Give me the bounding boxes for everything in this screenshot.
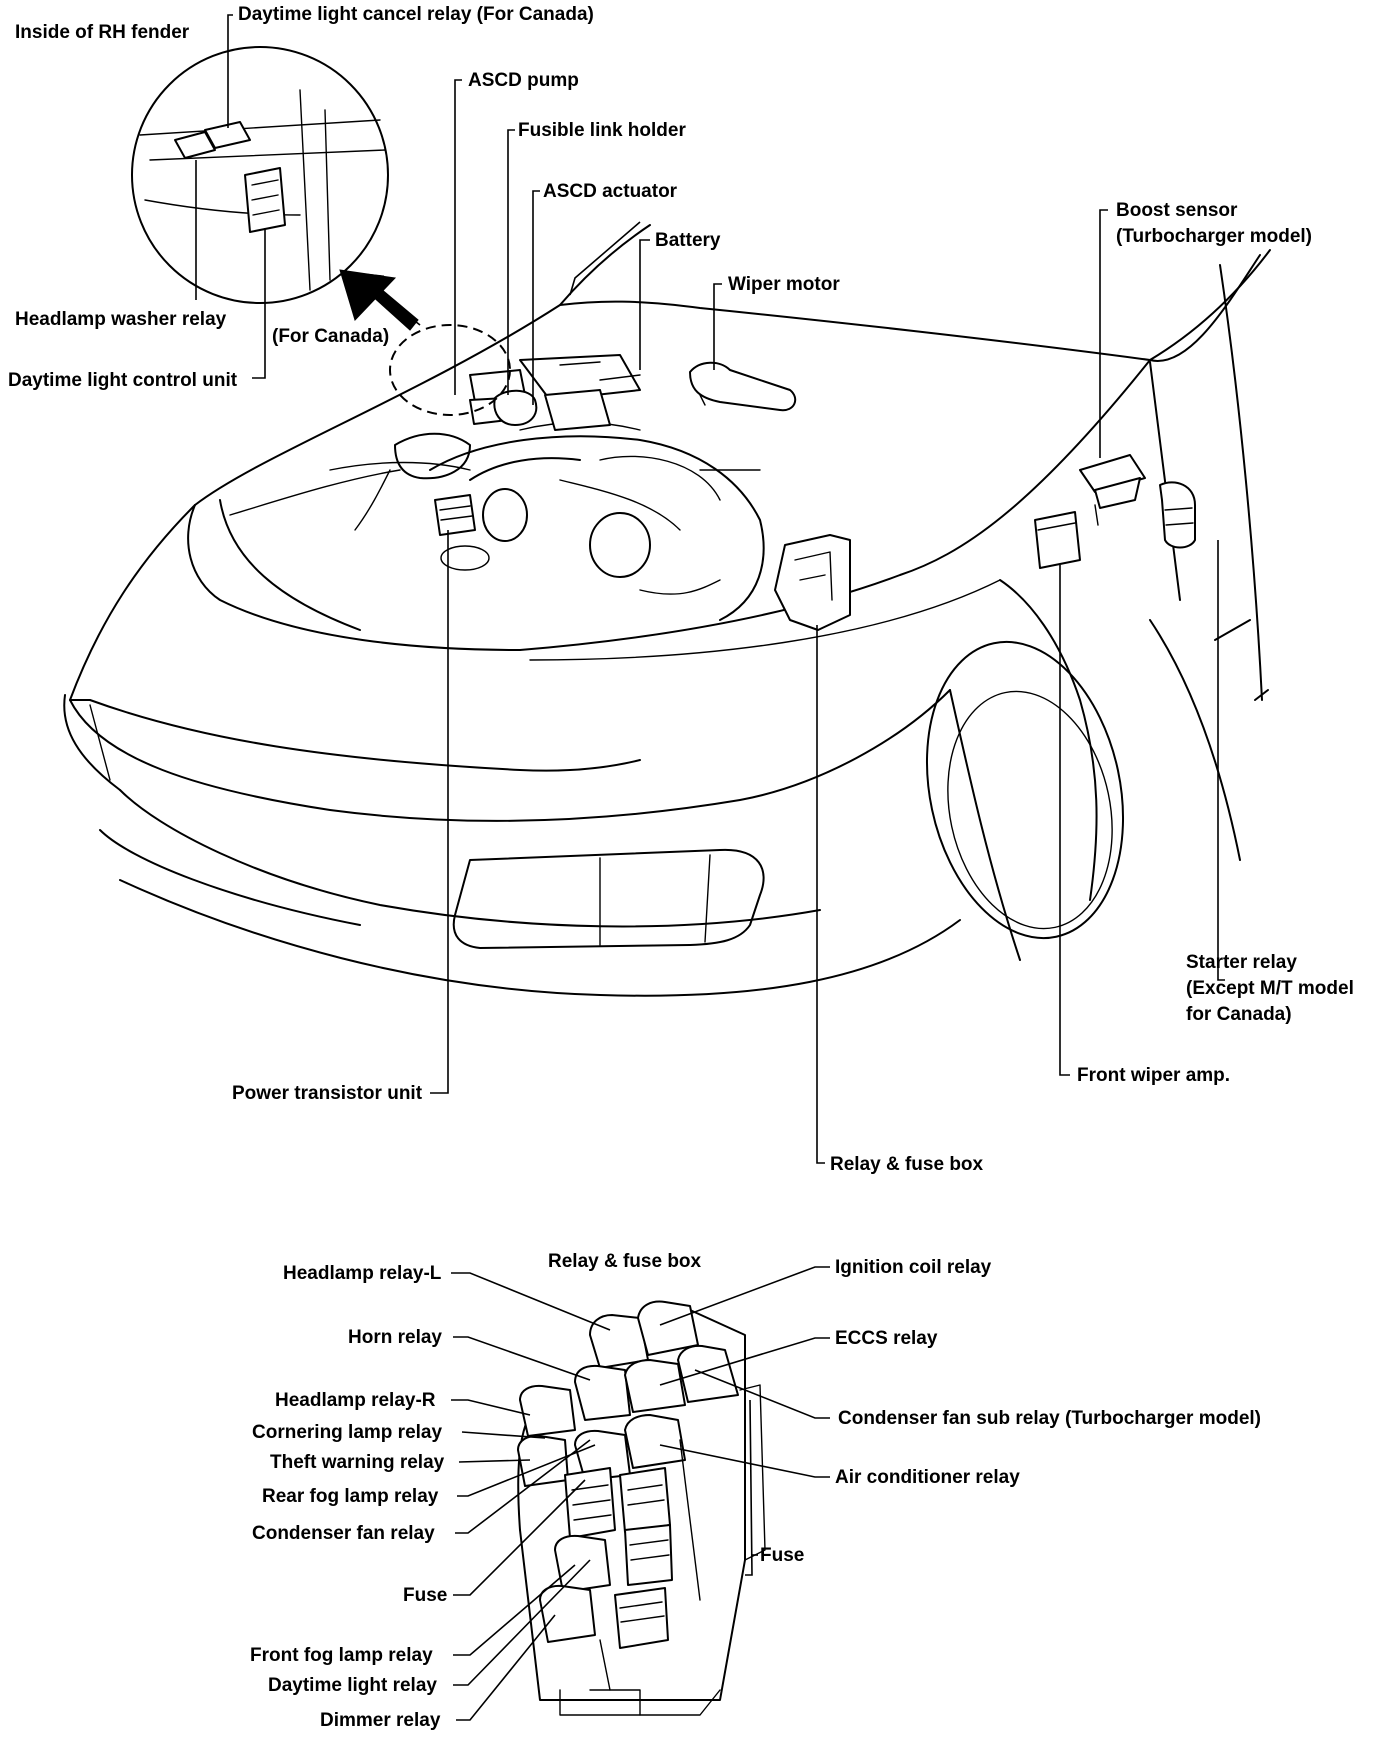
power-transistor-drawing [434,494,476,536]
detail-title: Relay & fuse box [548,1251,702,1272]
detail-label-condenser-fan-sub-relay: Condenser fan sub relay (Turbocharger mo… [838,1408,1261,1429]
detail-label-cornering-lamp-relay: Cornering lamp relay [252,1422,442,1443]
label-relay-fuse-box: Relay & fuse box [830,1154,984,1175]
relay-fuse-box-drawing [774,534,851,631]
detail-label-headlamp-relay-l: Headlamp relay-L [283,1263,442,1284]
wiper-motor-drawing [689,361,797,412]
label-battery: Battery [655,230,721,251]
label-headlamp-washer-relay: Headlamp washer relay [15,309,227,330]
detail-label-air-conditioner-relay: Air conditioner relay [835,1467,1020,1488]
detail-label-dimmer-relay: Dimmer relay [320,1710,441,1731]
label-front-wiper-amp: Front wiper amp. [1077,1065,1230,1086]
label-wiper-motor: Wiper motor [728,274,840,295]
detail-label-headlamp-relay-r: Headlamp relay-R [275,1390,436,1411]
ascd-components-drawing [469,354,641,431]
label-ascd-actuator: ASCD actuator [543,181,678,202]
detail-label-rear-fog-lamp-relay: Rear fog lamp relay [262,1486,439,1507]
label-ascd-pump: ASCD pump [468,70,579,91]
label-starter-relay: Starter relay [1186,952,1297,973]
detail-label-front-fog-lamp-relay: Front fog lamp relay [250,1645,433,1666]
detail-label-eccs-relay: ECCS relay [835,1328,938,1349]
detail-label-fuse-left: Fuse [403,1585,447,1606]
label-power-transistor-unit: Power transistor unit [232,1083,423,1104]
detail-label-daytime-light-relay: Daytime light relay [268,1675,437,1696]
engine-drawing [229,421,765,621]
label-inside-rh-fender: Inside of RH fender [15,22,190,43]
detail-label-theft-warning-relay: Theft warning relay [270,1452,445,1473]
label-boost-sensor-note: (Turbocharger model) [1116,226,1312,247]
starter-relay-drawing [1159,481,1196,549]
inset-arrow-icon [339,269,419,331]
label-fusible-link-holder: Fusible link holder [518,120,686,141]
boost-sensor-drawing [1079,454,1146,526]
detail-label-fuse-right: Fuse [760,1545,804,1566]
detail-leader-lines [451,1266,830,1721]
car-body-drawing [63,224,1271,997]
fender-inset-circle [131,46,389,304]
label-daytime-cancel-relay: Daytime light cancel relay (For Canada) [238,4,594,25]
label-starter-relay-note-2: for Canada) [1186,1004,1292,1025]
detail-label-horn-relay: Horn relay [348,1327,442,1348]
leader-lines [195,14,1225,1164]
detail-label-condenser-fan-relay: Condenser fan relay [252,1523,435,1544]
label-daytime-control-unit: Daytime light control unit [8,370,238,391]
label-for-canada: (For Canada) [272,326,389,347]
label-boost-sensor: Boost sensor [1116,200,1238,221]
label-starter-relay-note-1: (Except M/T model [1186,978,1354,999]
front-wiper-amp-drawing [1034,511,1081,569]
detail-label-ignition-coil-relay: Ignition coil relay [835,1257,992,1278]
